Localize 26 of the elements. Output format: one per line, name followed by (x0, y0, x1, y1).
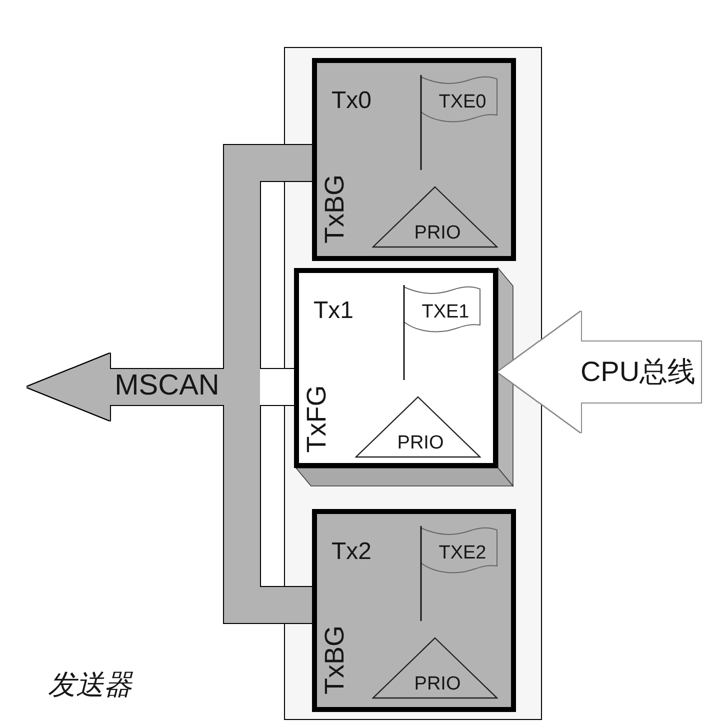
box-title: Tx0 (332, 88, 372, 112)
box-title: Tx2 (332, 540, 372, 564)
triangle-label: PRIO (397, 433, 444, 452)
bus-arrow (27, 354, 260, 420)
flag-label: TXE1 (422, 302, 470, 321)
container-box (284, 47, 542, 720)
flag-label: TXE2 (438, 543, 486, 562)
triangle-label: PRIO (414, 223, 461, 242)
bus-branch (224, 405, 312, 623)
buffer-box (312, 58, 516, 260)
triangle-label: PRIO (414, 674, 461, 693)
vertical-label: TxBG (321, 625, 348, 694)
vertical-label: TxBG (321, 174, 348, 243)
triangle-shape (372, 636, 498, 698)
flag-shape (418, 74, 498, 170)
bus-branch (224, 145, 312, 369)
diagram-label: 发送器 (48, 670, 132, 701)
buffer-box (294, 268, 498, 468)
flag-label: TXE0 (438, 92, 486, 111)
triangle-shape (372, 186, 498, 248)
triangle-shape (354, 396, 480, 458)
flag-shape (402, 284, 482, 380)
buffer-box (312, 508, 516, 712)
vertical-label: TxFG (303, 384, 330, 452)
box-title: Tx1 (314, 298, 354, 322)
flag-shape (418, 526, 498, 620)
